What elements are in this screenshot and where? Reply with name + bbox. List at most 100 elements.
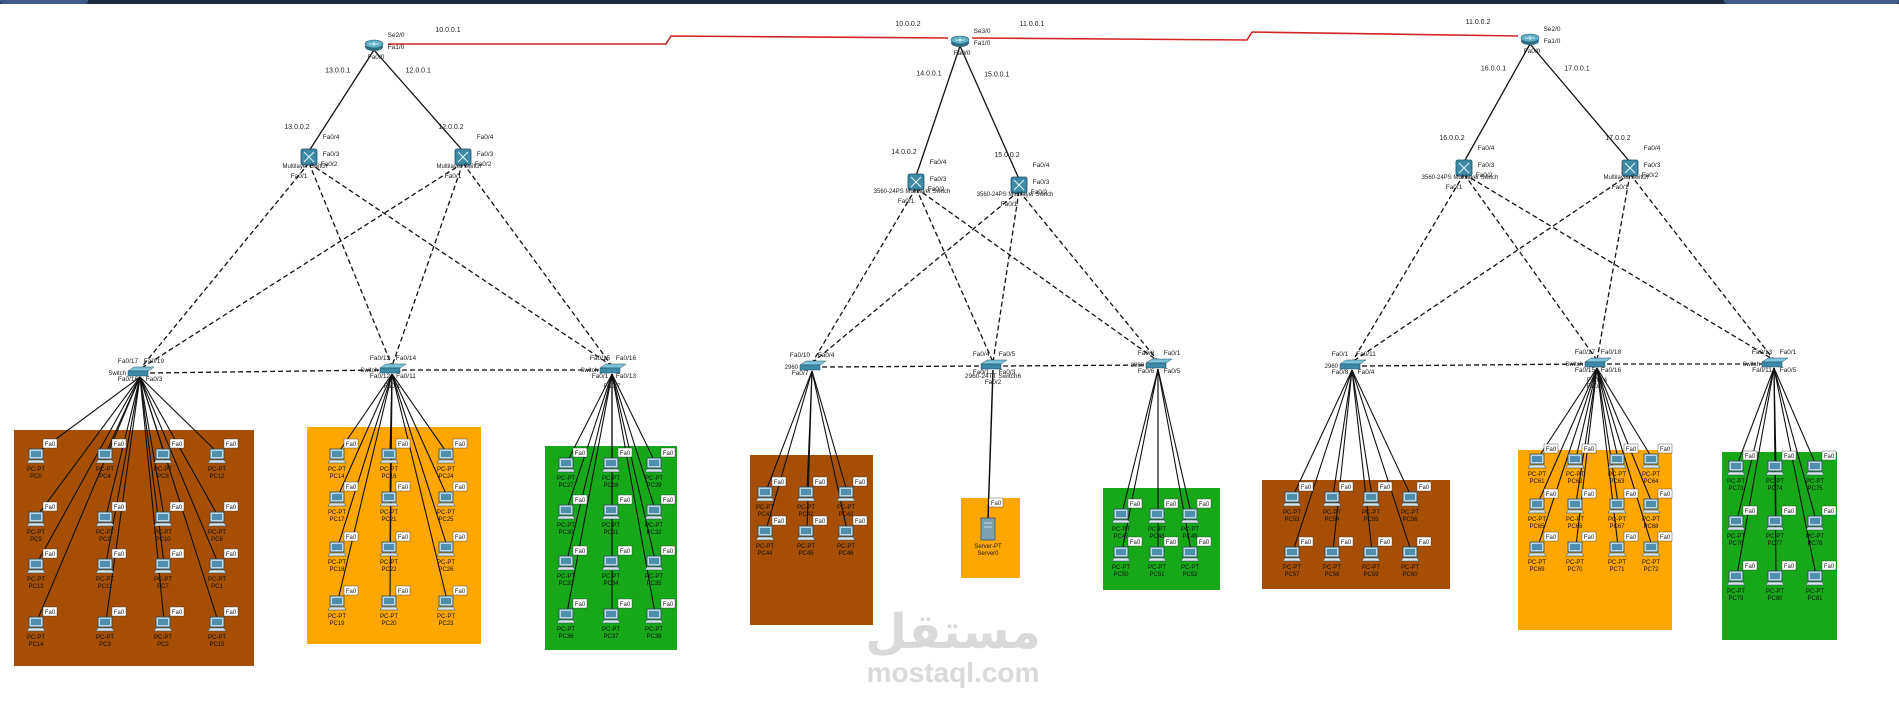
- pc-link[interactable]: [566, 373, 613, 561]
- distribution-link[interactable]: [811, 187, 917, 364]
- pc-pc13[interactable]: [26, 558, 46, 574]
- pc-pc43[interactable]: [836, 486, 856, 502]
- pc-pc22[interactable]: [379, 541, 399, 557]
- pc-link[interactable]: [1736, 367, 1775, 466]
- pc-pc26[interactable]: [436, 541, 456, 557]
- pc-link[interactable]: [36, 376, 141, 517]
- pc-pc52[interactable]: [1180, 546, 1200, 562]
- pc-pc14[interactable]: [26, 616, 46, 632]
- pc-pc79[interactable]: [1726, 570, 1746, 586]
- switch-icon[interactable]: [127, 370, 149, 377]
- pc-pc58[interactable]: [1322, 546, 1342, 562]
- pc-pc6[interactable]: [207, 511, 227, 527]
- distribution-link[interactable]: [915, 187, 1159, 362]
- pc-pc11[interactable]: [95, 558, 115, 574]
- pc-link[interactable]: [1121, 368, 1159, 514]
- access-switch-s4[interactable]: [799, 360, 827, 371]
- pc-pc16[interactable]: [379, 448, 399, 464]
- pc-link[interactable]: [765, 370, 813, 492]
- distribution-link[interactable]: [992, 190, 1020, 363]
- multilayer-switch-m1a[interactable]: [300, 148, 318, 166]
- pc-pc4[interactable]: [95, 448, 115, 464]
- pc-link[interactable]: [1537, 367, 1598, 504]
- distribution-link[interactable]: [811, 190, 1020, 364]
- pc-link[interactable]: [139, 376, 219, 454]
- router-r1[interactable]: [364, 39, 384, 51]
- pc-link[interactable]: [105, 376, 141, 622]
- distribution-link[interactable]: [1018, 190, 1159, 362]
- pc-pc7[interactable]: [153, 558, 173, 574]
- pc-pc30[interactable]: [556, 504, 576, 520]
- multilayer-switch-m3b[interactable]: [1621, 159, 1639, 177]
- pc-link[interactable]: [1773, 367, 1817, 521]
- pc-pc21[interactable]: [379, 491, 399, 507]
- pc-link[interactable]: [105, 376, 141, 564]
- pc-link[interactable]: [1332, 369, 1353, 497]
- pc-pc27[interactable]: [556, 457, 576, 473]
- pc-link[interactable]: [811, 370, 848, 492]
- pc-pc62[interactable]: [1565, 453, 1585, 469]
- pc-pc77[interactable]: [1765, 515, 1785, 531]
- switch-icon[interactable]: [1584, 361, 1606, 368]
- pc-link[interactable]: [566, 373, 613, 510]
- pc-link[interactable]: [1351, 369, 1373, 552]
- pc-pc5[interactable]: [26, 511, 46, 527]
- pc-pc63[interactable]: [1607, 453, 1627, 469]
- access-switch-s1[interactable]: [127, 366, 155, 377]
- pc-link[interactable]: [1292, 369, 1353, 552]
- pc-pc60[interactable]: [1400, 546, 1420, 562]
- switch-icon[interactable]: [599, 367, 621, 374]
- pc-pc73[interactable]: [1726, 460, 1746, 476]
- pc-link[interactable]: [1292, 369, 1353, 497]
- serial-link[interactable]: [388, 35, 949, 45]
- pc-link[interactable]: [566, 373, 613, 614]
- pc-pc10[interactable]: [153, 511, 173, 527]
- pc-pc12[interactable]: [207, 448, 227, 464]
- pc-pc42[interactable]: [796, 486, 816, 502]
- pc-pc17[interactable]: [327, 491, 347, 507]
- pc-link[interactable]: [139, 376, 219, 564]
- pc-link[interactable]: [1773, 367, 1777, 576]
- pc-link[interactable]: [1537, 367, 1598, 459]
- access-switch-s7[interactable]: [1339, 359, 1367, 370]
- access-switch-s8[interactable]: [1584, 357, 1612, 368]
- pc-link[interactable]: [1537, 367, 1598, 547]
- access-switch-s2[interactable]: [379, 363, 407, 374]
- access-trunk-link[interactable]: [1361, 363, 1588, 367]
- pc-link[interactable]: [1596, 367, 1653, 459]
- pc-pc61[interactable]: [1527, 453, 1547, 469]
- distribution-link[interactable]: [139, 162, 464, 370]
- pc-link[interactable]: [1596, 367, 1619, 547]
- switch-icon[interactable]: [1145, 362, 1167, 369]
- pc-link[interactable]: [139, 376, 165, 517]
- distribution-link[interactable]: [308, 162, 613, 367]
- pc-pc76[interactable]: [1726, 515, 1746, 531]
- distribution-link[interactable]: [1351, 173, 1465, 363]
- distribution-link[interactable]: [1596, 173, 1631, 361]
- pc-link[interactable]: [765, 370, 813, 531]
- pc-pc45[interactable]: [796, 525, 816, 541]
- pc-pc51[interactable]: [1147, 546, 1167, 562]
- pc-pc2[interactable]: [153, 616, 173, 632]
- pc-pc23[interactable]: [436, 595, 456, 611]
- pc-pc78[interactable]: [1805, 515, 1825, 531]
- pc-pc34[interactable]: [601, 555, 621, 571]
- pc-link[interactable]: [1773, 367, 1817, 466]
- pc-pc70[interactable]: [1565, 541, 1585, 557]
- switch-icon[interactable]: [1339, 363, 1361, 370]
- pc-pc18[interactable]: [327, 541, 347, 557]
- title-bar-tab-right[interactable]: [1724, 0, 1899, 4]
- access-trunk-link[interactable]: [1002, 364, 1149, 367]
- pc-pc20[interactable]: [379, 595, 399, 611]
- uplink-line[interactable]: [308, 49, 375, 152]
- pc-link[interactable]: [391, 373, 448, 601]
- pc-link[interactable]: [391, 373, 448, 497]
- pc-link[interactable]: [811, 370, 848, 531]
- pc-link[interactable]: [1575, 367, 1598, 459]
- pc-link[interactable]: [1596, 367, 1653, 504]
- switch-icon[interactable]: [980, 363, 1002, 370]
- pc-link[interactable]: [1332, 369, 1353, 552]
- pc-pc15[interactable]: [207, 616, 227, 632]
- distribution-link[interactable]: [462, 162, 613, 367]
- pc-pc74[interactable]: [1765, 460, 1785, 476]
